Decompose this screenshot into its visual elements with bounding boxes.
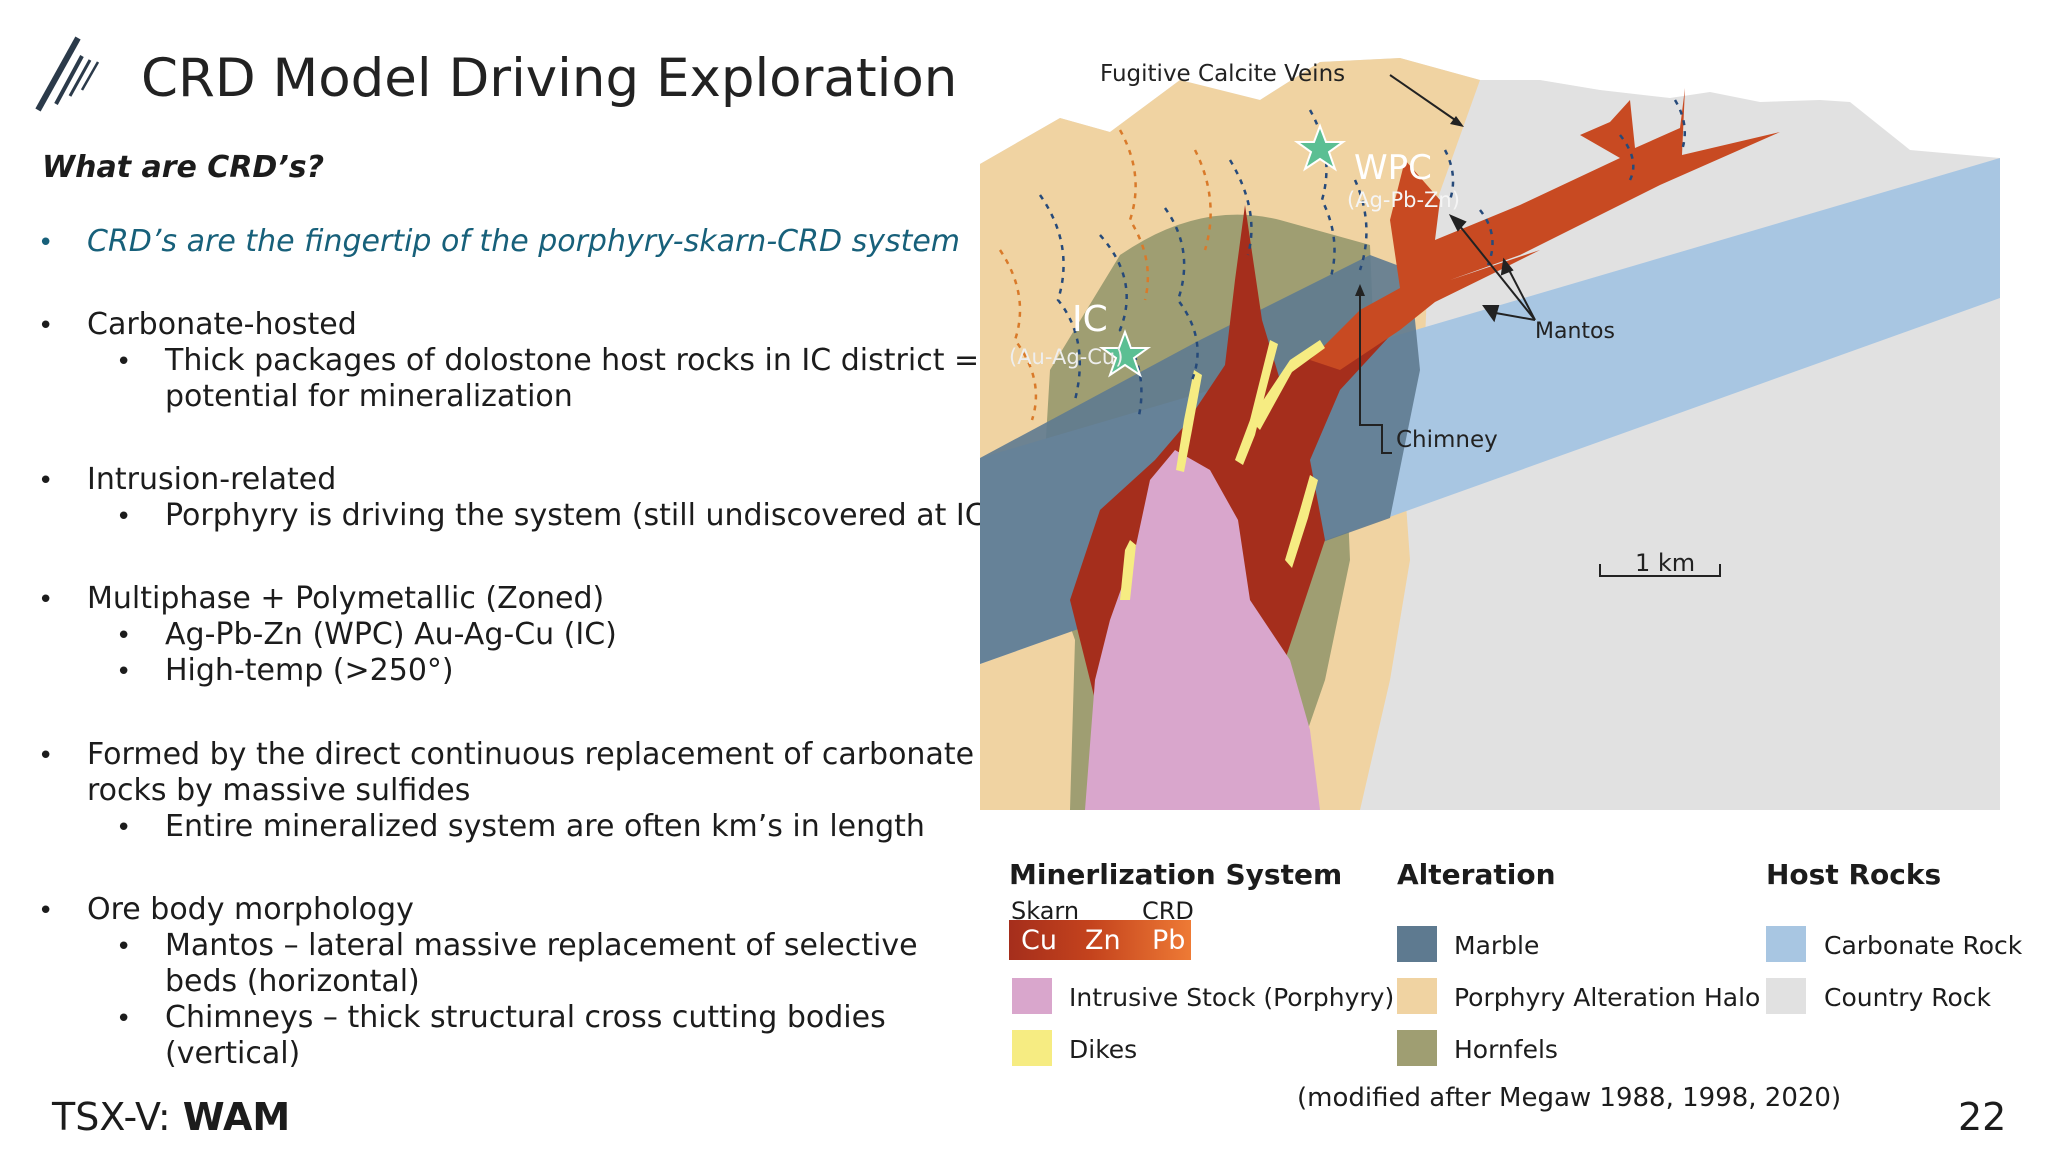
legend-swatch-country: [1766, 978, 1806, 1014]
sub-bullet-metals: Ag-Pb-Zn (WPC) Au-Ag-Cu (IC): [165, 617, 617, 652]
bullet-marker: •: [116, 502, 132, 532]
legend-country-label: Country Rock: [1824, 983, 1992, 1012]
legend-dikes-label: Dikes: [1069, 1035, 1138, 1064]
bullet-marker: •: [116, 1004, 132, 1034]
legend-pb: Pb: [1152, 924, 1186, 956]
legend-cu: Cu: [1021, 924, 1057, 956]
bullet-marker: •: [38, 228, 54, 258]
label-scale: 1 km: [1635, 549, 1695, 577]
bullet-marker: •: [38, 896, 54, 926]
bullet-marker: •: [116, 621, 132, 651]
dikes-group: [1120, 340, 1325, 600]
ic-star-icon: [1098, 329, 1152, 378]
legend-metal-zoning-bar: Cu Zn Pb: [1009, 920, 1191, 960]
figure-credit: (modified after Megaw 1988, 1998, 2020): [1297, 1083, 1842, 1113]
bullet-marker: •: [116, 657, 132, 687]
legend-zn: Zn: [1085, 924, 1121, 956]
sub-bullet-dolostone: Thick packages of dolostone host rocks i…: [165, 343, 980, 378]
bullet-multiphase: Multiphase + Polymetallic (Zoned): [87, 581, 605, 616]
company-logo-icon: [35, 36, 100, 112]
crd-chimney-mantos: [1310, 88, 1780, 370]
sub-bullet-porphyry: Porphyry is driving the system (still un…: [165, 498, 998, 533]
crd-cross-section-diagram: Fugitive Calcite Veins IC (Au-Ag-Cu) WPC…: [980, 58, 2000, 811]
highlight-bullet: CRD’s are the fingertip of the porphyry-…: [87, 224, 961, 259]
calcite-veins: [1038, 99, 1687, 421]
page-number: 22: [1958, 1095, 2007, 1139]
bullet-marker: •: [38, 466, 54, 496]
bullet-intrusion-related: Intrusion-related: [87, 462, 337, 497]
bullet-marker: •: [38, 741, 54, 771]
slide-title: CRD Model Driving Exploration: [141, 48, 958, 109]
legend-marble-label: Marble: [1454, 931, 1540, 960]
sub-bullet-chimneys-cont: (vertical): [165, 1036, 301, 1071]
footer-symbol: WAM: [182, 1095, 291, 1139]
legend-swatch-intrusive: [1012, 978, 1052, 1014]
bullet-carbonate-hosted: Carbonate-hosted: [87, 307, 357, 342]
sub-bullet-km-length: Entire mineralized system are often km’s…: [165, 809, 925, 844]
wpc-star-icon: [1293, 123, 1347, 172]
legend-swatch-dikes: [1012, 1030, 1052, 1066]
label-chimney: Chimney: [1396, 427, 1498, 453]
bullet-ore-body: Ore body morphology: [87, 892, 414, 927]
bullet-marker: •: [116, 932, 132, 962]
label-ic-metals: (Au-Ag-Cu): [1009, 345, 1123, 369]
legend-swatch-halo: [1397, 978, 1437, 1014]
legend-carbonate-label: Carbonate Rock: [1824, 931, 2023, 960]
legend-heading-alteration: Alteration: [1397, 858, 1556, 891]
sub-bullet-mantos-cont: beds (horizontal): [165, 964, 420, 999]
label-ic: IC: [1072, 299, 1108, 340]
bullet-marker: •: [116, 347, 132, 377]
sub-bullet-dolostone-cont: potential for mineralization: [165, 379, 573, 414]
legend-swatch-marble: [1397, 926, 1437, 962]
footer-exchange: TSX-V:: [52, 1095, 183, 1139]
label-mantos: Mantos: [1535, 319, 1615, 344]
orange-veins: [998, 129, 1212, 421]
bullet-marker: •: [38, 311, 54, 341]
legend-halo-label: Porphyry Alteration Halo: [1454, 983, 1761, 1012]
bullet-formed-by: Formed by the direct continuous replacem…: [87, 737, 975, 772]
legend-intrusive-label: Intrusive Stock (Porphyry): [1069, 983, 1395, 1012]
section-question: What are CRD’s?: [42, 150, 324, 185]
bullet-formed-by-cont: rocks by massive sulfides: [87, 773, 471, 808]
legend-heading-host-rocks: Host Rocks: [1766, 858, 1942, 891]
legend-heading-mineralization: Minerlization System: [1009, 858, 1343, 891]
label-fugitive-veins: Fugitive Calcite Veins: [1100, 61, 1345, 87]
sub-bullet-mantos: Mantos – lateral massive replacement of …: [165, 928, 918, 963]
label-wpc-metals: (Ag-Pb-Zn): [1347, 188, 1460, 212]
sub-bullet-chimneys: Chimneys – thick structural cross cuttin…: [165, 1000, 886, 1035]
bullet-marker: •: [38, 585, 54, 615]
bullet-marker: •: [116, 813, 132, 843]
footer-ticker: TSX-V: WAM: [52, 1095, 290, 1139]
label-wpc: WPC: [1354, 148, 1432, 188]
legend-swatch-carbonate: [1766, 926, 1806, 962]
sub-bullet-high-temp: High-temp (>250°): [165, 653, 454, 688]
legend-swatch-hornfels: [1397, 1030, 1437, 1066]
intrusive-stock: [1085, 450, 1320, 810]
legend-hornfels-label: Hornfels: [1454, 1035, 1558, 1064]
